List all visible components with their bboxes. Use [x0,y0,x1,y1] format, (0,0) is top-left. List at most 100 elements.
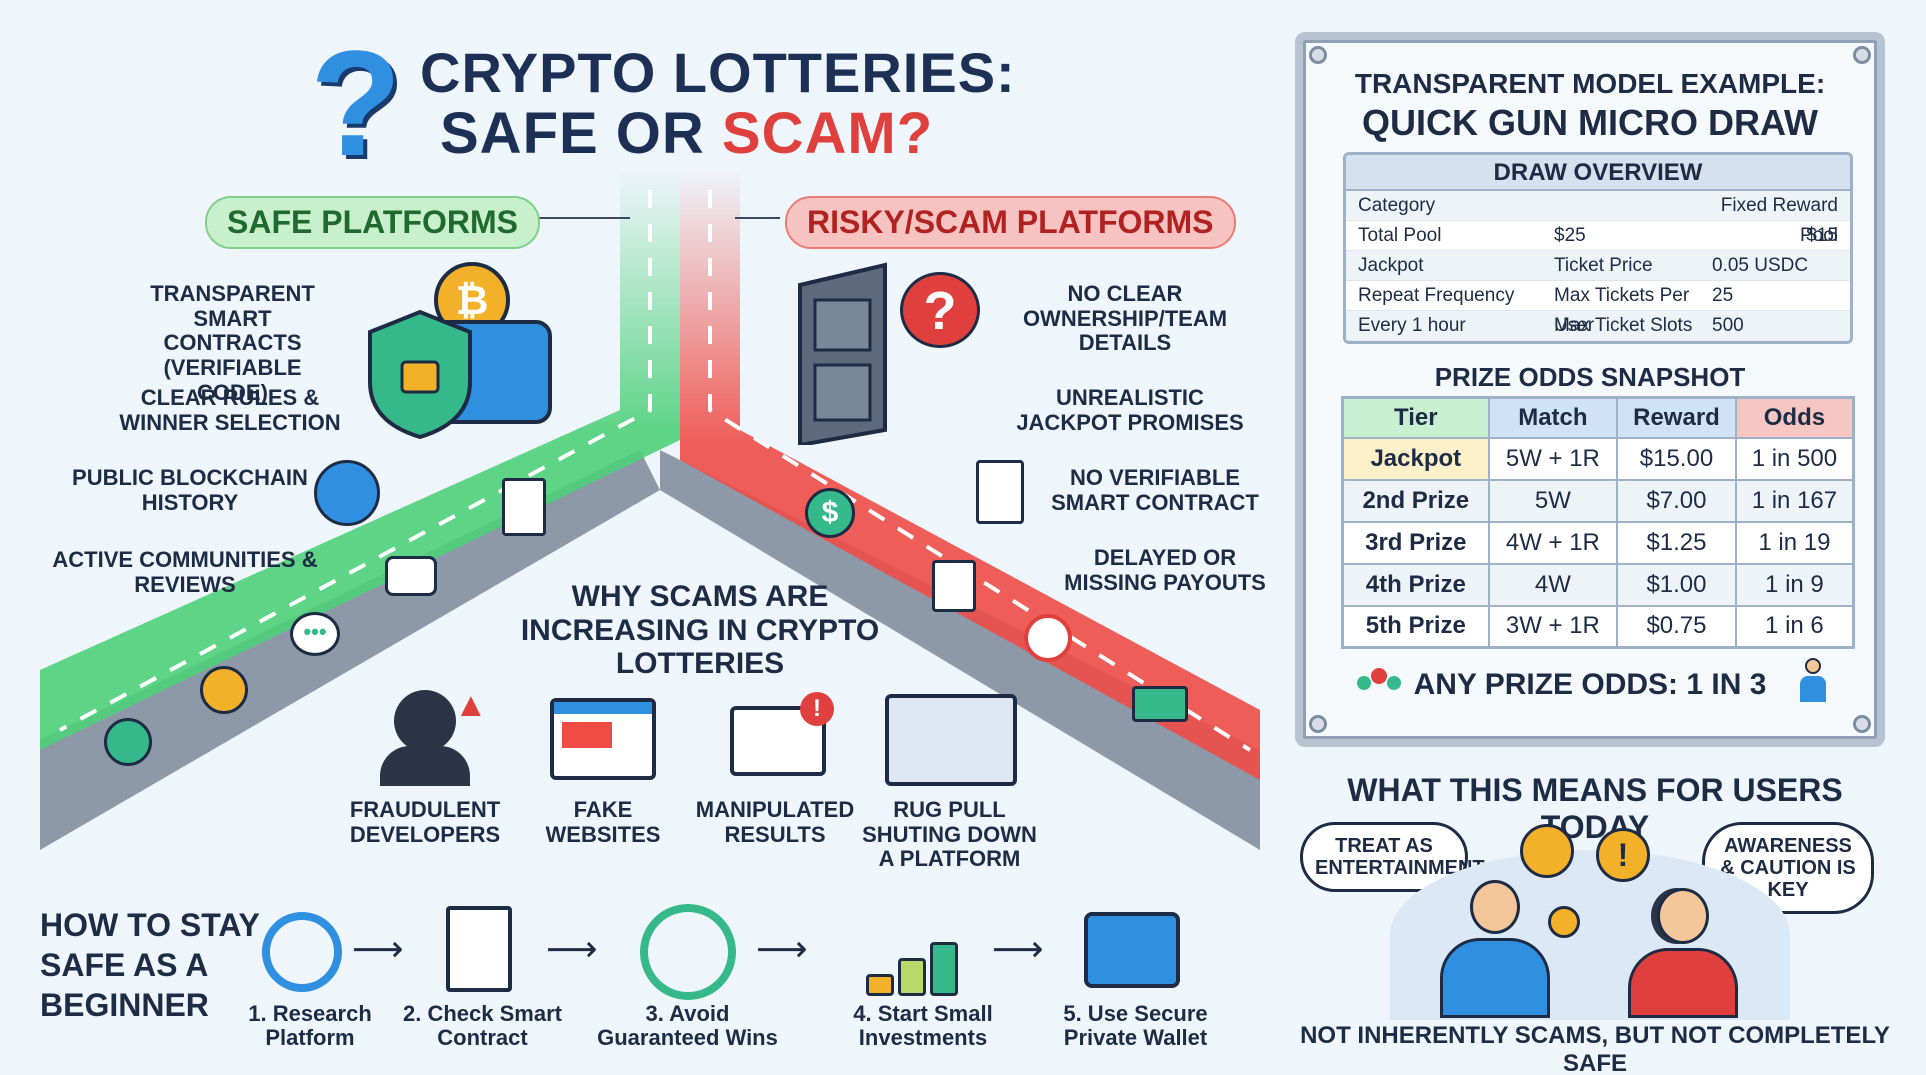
hacker-icon [380,690,470,790]
chat-bubble-icon: ••• [290,612,340,656]
question-mark-icon: ? [310,19,402,187]
odds-header: Reward [1616,396,1737,439]
overview-row: Total Pool $25 $15 [1346,221,1850,251]
odds-cell: 4W [1487,562,1619,607]
road-illustration [40,170,1260,850]
document-question-icon [932,560,976,612]
odds-cell: 1 in 167 [1734,478,1855,523]
overview-cell: Every 1 hour [1358,315,1466,336]
step-label: 3. Avoid Guaranteed Wins [597,1001,778,1051]
bolt-icon [1309,46,1327,64]
bolt-icon [1853,715,1871,733]
odds-cell: 1 in 6 [1734,604,1855,649]
overview-cell: $15 [1806,225,1838,246]
speech-bubble-left: TREAT AS ENTERTAINMENT [1300,822,1485,892]
safe-feature: PUBLIC BLOCKCHAIN HISTORY [72,465,308,515]
why-item: MANIPULATED RESULTS [695,797,855,847]
overview-cell: Total Pool [1358,225,1442,246]
users-footer: NOT INHERENTLY SCAMS, BUT NOT COMPLETELY… [1300,1022,1890,1075]
arrow-icon: ⟶ [352,928,404,969]
odds-cell: 5W [1487,478,1619,523]
woman-avatar [1628,888,1738,1020]
alert-icon: ! [800,692,834,726]
safe-feature: ACTIVE COMMUNITIES & REVIEWS [52,547,318,597]
card-title: TRANSPARENT MODEL EXAMPLE: [1354,68,1826,99]
question-bubble-icon: ? [900,272,980,348]
overview-row: Category Fixed Reward Pool [1346,191,1850,246]
globe-icon [314,460,380,526]
step-label: 5. Use Secure Private Wallet [1063,1001,1208,1051]
bolt-icon [1853,46,1871,64]
odds-cell: 3rd Prize [1341,520,1490,565]
risky-feature: UNREALISTIC JACKPOT PROMISES [1016,385,1244,435]
risky-feature: NO VERIFIABLE SMART CONTRACT [1051,465,1259,515]
overview-cell: Category [1358,195,1436,216]
odds-cell: 3W + 1R [1487,604,1619,649]
odds-cell: 1 in 9 [1734,562,1855,607]
odds-cell: 5W + 1R [1487,436,1619,481]
odds-cell: 4W + 1R [1487,520,1619,565]
overview-cell: 25 [1712,285,1734,306]
safe-feature: CLEAR RULES & WINNER SELECTION [119,385,341,435]
odds-header: Odds [1734,396,1855,439]
why-item: FRAUDULENT DEVELOPERS [349,797,501,847]
how-to-title: HOW TO STAY SAFE AS A BEGINNER [40,907,260,1023]
no-payment-icon [1024,614,1072,662]
risky-feature: NO CLEAR OWNERSHIP/TEAM DETAILS [1022,281,1228,356]
dollar-coin-icon: $ [805,488,855,538]
bitcoin-bubble-icon [1520,824,1574,878]
arrow-icon: ⟶ [546,928,598,969]
odds-cell: 2nd Prize [1341,478,1490,523]
odds-cell: $7.00 [1616,478,1737,523]
page-subtitle: SAFE OR SCAM? [440,101,934,166]
arrow-icon: ⟶ [992,928,1044,969]
step-label: 4. Start Small Investments [853,1001,993,1051]
magnifier-icon [262,912,342,992]
contract-check-icon [446,906,512,992]
growth-coins-icon [858,906,958,996]
overview-cell: Max Tickets Per User [1554,285,1690,336]
chat-icon [385,556,437,596]
odds-cell: 1 in 19 [1734,520,1855,565]
card-subtitle: QUICK GUN MICRO DRAW [1362,102,1818,143]
overview-cell: 0.05 USDC [1712,255,1809,276]
group-people-icon [1353,666,1403,706]
prize-odds-title: PRIZE ODDS SNAPSHOT [1434,362,1746,392]
risky-platforms-pill: RISKY/SCAM PLATFORMS [785,196,1236,249]
risky-feature: DELAYED OR MISSING PAYOUTS [1064,545,1266,595]
no-guarantee-icon [640,904,736,1000]
overview-cell: $25 [1554,225,1586,246]
odds-cell: 1 in 500 [1734,436,1855,481]
door-icon [798,262,887,445]
page-title: CRYPTO LOTTERIES: [420,41,1016,104]
safe-platforms-pill: SAFE PLATFORMS [205,196,540,249]
man-avatar [1440,880,1550,1020]
overview-cell: 500 [1712,315,1744,336]
odds-header: Tier [1341,396,1490,439]
odds-cell: 4th Prize [1341,562,1490,607]
odds-cell: $1.25 [1616,520,1737,565]
model-example-card: TRANSPARENT MODEL EXAMPLE: QUICK GUN MIC… [1295,32,1885,747]
document-check-icon [502,478,546,536]
odds-header: Match [1487,396,1619,439]
secure-wallet-icon [1084,912,1180,988]
step-label: 1. Research Platform [248,1001,372,1051]
warning-icon: ▲ [454,686,488,724]
cash-icon [1132,686,1188,722]
bitcoin-coin-icon [200,666,248,714]
odds-cell: Jackpot [1341,436,1490,481]
manipulated-chart-icon [730,706,826,776]
overview-cell: Fixed Reward Pool [1720,195,1838,246]
coin-icon [1548,906,1580,938]
odds-cell: 5th Prize [1341,604,1490,649]
wallet-shield-icon: ₿ [368,262,552,440]
